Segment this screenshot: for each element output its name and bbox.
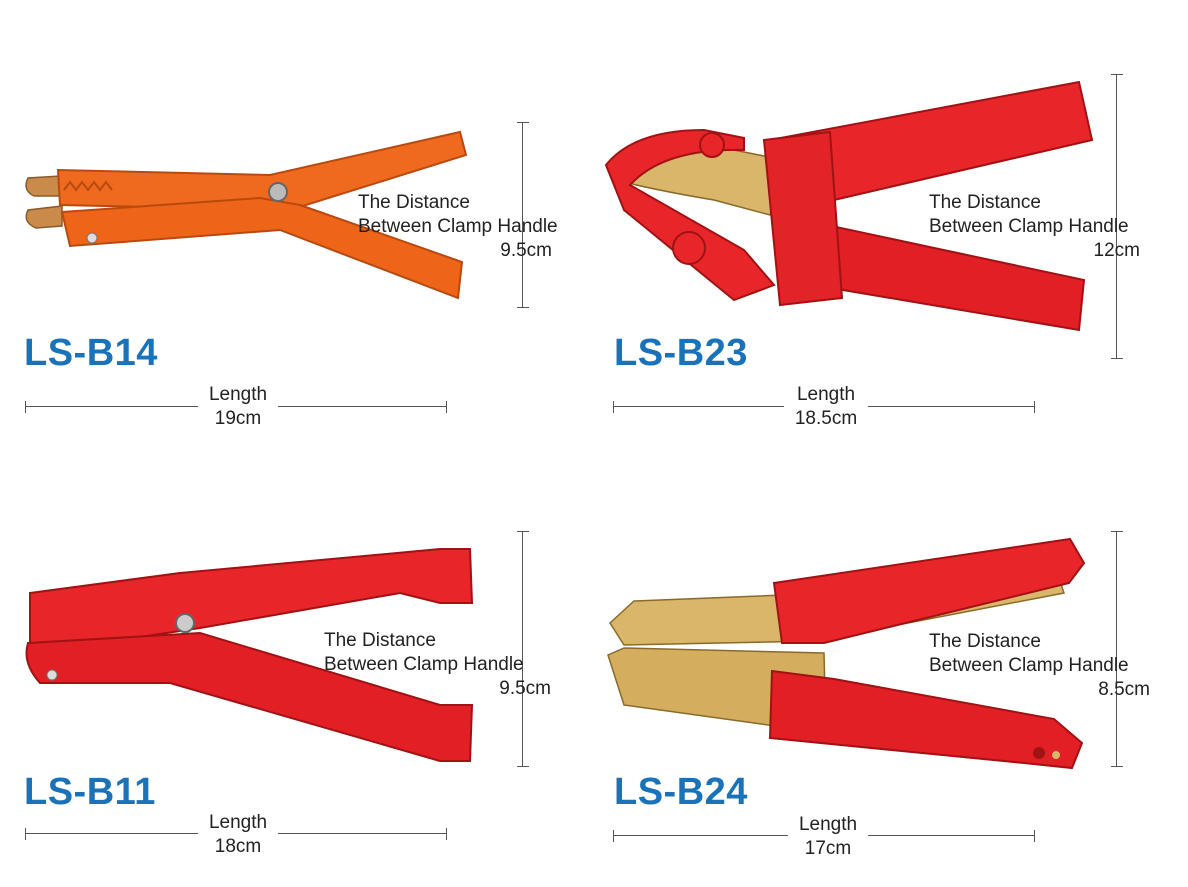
length-value: 18.5cm — [794, 408, 858, 429]
clamp-image-ls-b14 — [25, 130, 468, 300]
length-label: Length — [208, 384, 268, 405]
distance-label: The Distance Between Clamp Handle 8.5cm — [929, 630, 1164, 702]
length-label: Length — [208, 812, 268, 833]
distance-value: 8.5cm — [1098, 679, 1150, 700]
model-name: LS-B24 — [614, 771, 748, 813]
distance-label-line1: The Distance — [929, 631, 1041, 652]
model-name: LS-B14 — [24, 332, 158, 374]
distance-label-line1: The Distance — [358, 192, 470, 213]
distance-measure-bar — [1111, 531, 1123, 767]
distance-label: The Distance Between Clamp Handle 9.5cm — [324, 629, 569, 701]
length-label: Length — [796, 384, 856, 405]
model-name: LS-B23 — [614, 332, 748, 374]
distance-value: 9.5cm — [499, 678, 551, 699]
distance-measure-bar — [1111, 74, 1123, 359]
product-panel-ls-b23: The Distance Between Clamp Handle 12cm L… — [594, 0, 1188, 443]
length-label-block: Length 19cm — [198, 383, 278, 431]
length-value: 18cm — [214, 836, 262, 857]
distance-value: 9.5cm — [500, 240, 552, 261]
length-value: 19cm — [214, 408, 262, 429]
distance-label-line2: Between Clamp Handle — [929, 655, 1129, 676]
clamp-image-ls-b23 — [604, 80, 1094, 332]
distance-measure-bar — [517, 531, 529, 767]
distance-label: The Distance Between Clamp Handle 12cm — [929, 191, 1164, 263]
length-value: 17cm — [804, 838, 852, 859]
length-label-block: Length 18.5cm — [784, 383, 868, 431]
length-label-block: Length 18cm — [198, 811, 278, 859]
clamp-image-ls-b11 — [25, 548, 474, 762]
model-name: LS-B11 — [24, 771, 156, 813]
distance-label-line2: Between Clamp Handle — [358, 216, 558, 237]
distance-label-line1: The Distance — [324, 630, 436, 651]
product-panel-ls-b14: The Distance Between Clamp Handle 9.5cm … — [0, 0, 594, 443]
distance-measure-bar — [517, 122, 529, 308]
product-panel-ls-b11: The Distance Between Clamp Handle 9.5cm … — [0, 443, 594, 886]
product-panel-ls-b24: The Distance Between Clamp Handle 8.5cm … — [594, 443, 1188, 886]
distance-value: 12cm — [1093, 240, 1140, 261]
distance-label: The Distance Between Clamp Handle 9.5cm — [358, 191, 568, 263]
length-label: Length — [798, 814, 858, 835]
distance-label-line1: The Distance — [929, 192, 1041, 213]
distance-label-line2: Between Clamp Handle — [324, 654, 524, 675]
distance-label-line2: Between Clamp Handle — [929, 216, 1129, 237]
length-label-block: Length 17cm — [788, 813, 868, 861]
clamp-image-ls-b24 — [607, 537, 1086, 770]
